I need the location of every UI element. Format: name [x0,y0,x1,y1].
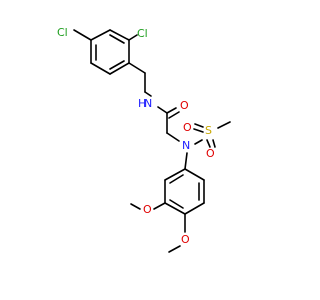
bond [166,132,180,142]
molecule-canvas: Cl Cl N H O N S O O O O [57,26,231,253]
atom-o-amide: O [180,99,189,112]
bond [144,91,152,97]
atom-o-methoxy-4: O [181,233,190,246]
atom-o-sulfonyl-left: O [183,121,192,134]
bond [128,34,138,41]
atom-o-sulfonyl-bottom: O [206,147,215,160]
bond [168,245,181,253]
bond [169,174,184,184]
bond [164,168,186,181]
atom-cl-left: Cl [57,26,68,39]
bond [166,107,177,114]
atom-h-on-n: H [138,97,146,110]
structure-diagram: Cl Cl N H O N S O O O O [57,26,231,253]
bond [109,29,130,41]
bond [157,106,168,114]
bond [90,29,111,41]
bond [217,121,231,129]
bond [153,202,166,210]
atom-labels: Cl Cl N H O N S O O O O [57,26,215,246]
bond [90,62,111,75]
atom-o-methoxy-3: O [143,203,152,216]
bond [206,139,211,148]
bond [168,111,180,119]
bond [184,168,205,181]
bond [193,128,204,133]
bond [109,60,125,70]
bond [194,139,203,145]
bond [130,203,141,210]
atom-cl-top: Cl [137,27,148,40]
bond [128,62,146,74]
bond [164,202,186,215]
bond [184,152,188,170]
atom-s: S [205,124,212,137]
atom-n-sulfonamide: N [182,139,190,152]
bond [73,29,92,41]
bonds [73,29,231,253]
bond [212,139,216,148]
bond [184,202,205,215]
bond [194,123,204,128]
bond [109,34,125,44]
atom-nh: N [144,97,152,110]
bond [169,199,184,209]
bond [109,62,130,75]
